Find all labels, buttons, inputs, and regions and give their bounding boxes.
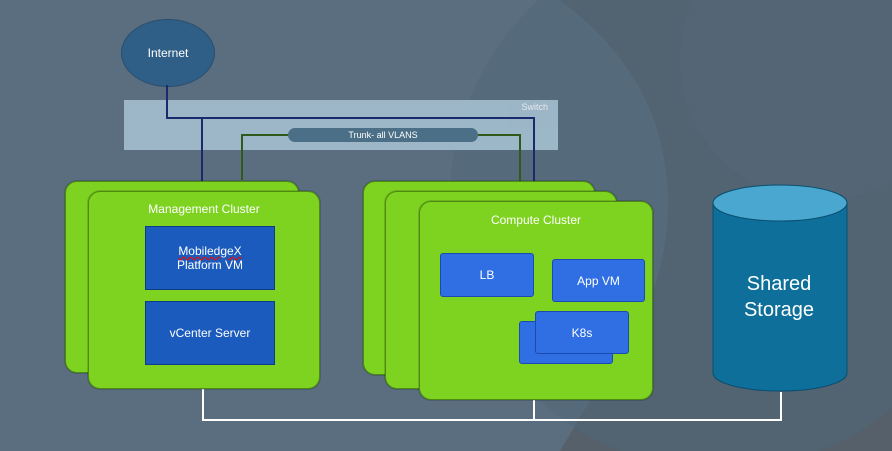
vcenter-label: vCenter Server [169, 326, 251, 340]
internet-label: Internet [147, 46, 189, 60]
k8s-label: K8s [571, 325, 593, 340]
storage-bus [202, 385, 535, 421]
internet-uplink-management [166, 85, 203, 190]
management-cluster-title: Management Cluster [148, 202, 260, 216]
k8s-box: K8s [535, 311, 629, 354]
shared-storage-line2: Storage [743, 299, 815, 321]
shared-storage-line1: Shared [746, 273, 812, 295]
trunk-pipe: Trunk- all VLANS [288, 128, 478, 142]
shared-storage-label: Shared Storage [712, 271, 846, 323]
storage-bus-link [534, 392, 782, 421]
lb-box: LB [440, 253, 534, 297]
app-vm-label: App VM [577, 273, 620, 288]
compute-cluster-title: Compute Cluster [490, 213, 582, 227]
vcenter-server-box: vCenter Server [145, 301, 275, 365]
platform-vm-name: MobiledgeX [178, 244, 242, 258]
platform-vm-subtitle: Platform VM [176, 258, 243, 272]
app-vm-box: App VM [552, 259, 645, 302]
trunk-wire-compute [478, 134, 521, 182]
switch-label: Switch [521, 102, 548, 112]
internet-node: Internet [121, 19, 215, 87]
trunk-label: Trunk- all VLANS [348, 130, 418, 140]
lb-label: LB [479, 268, 495, 282]
platform-vm-box: MobiledgeX Platform VM [145, 226, 275, 290]
shared-storage-cylinder [712, 184, 848, 392]
trunk-wire-management [241, 134, 288, 180]
internet-uplink-compute [167, 117, 535, 205]
